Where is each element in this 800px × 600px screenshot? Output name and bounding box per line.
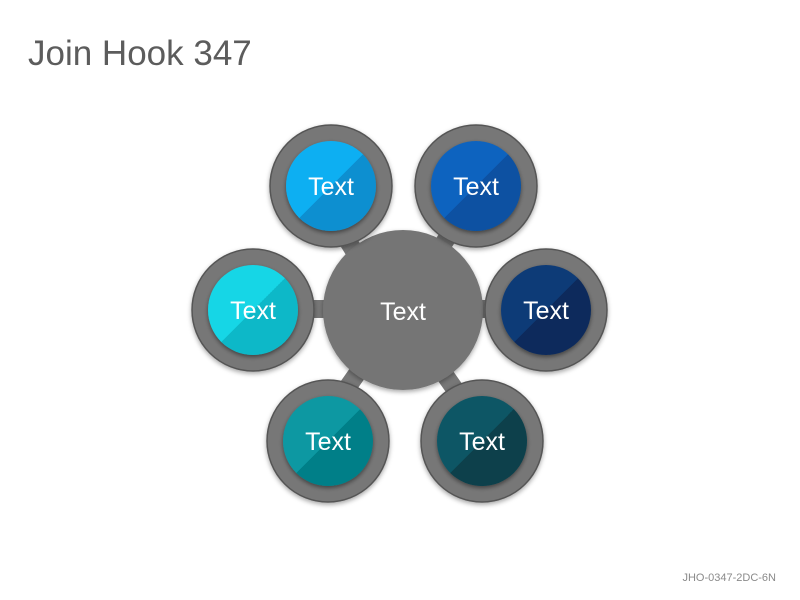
hub-node: Text <box>323 230 483 390</box>
node-1-label: Text <box>308 173 354 201</box>
node-3-label: Text <box>523 297 569 325</box>
hub-label: Text <box>380 298 426 326</box>
satellite-nodes: Text Text Text Text Text <box>191 124 608 503</box>
node-6: Text <box>191 248 315 372</box>
node-5-label: Text <box>305 428 351 456</box>
node-2: Text <box>414 124 538 248</box>
node-2-label: Text <box>453 173 499 201</box>
node-1-circle <box>286 141 376 231</box>
hub-circle <box>323 230 483 390</box>
node-1: Text <box>269 124 393 248</box>
node-6-label: Text <box>230 297 276 325</box>
node-3-circle <box>501 265 591 355</box>
node-4-circle <box>437 396 527 486</box>
node-3: Text <box>484 248 608 372</box>
node-5-circle <box>283 396 373 486</box>
node-4: Text <box>420 379 544 503</box>
page-title: Join Hook 347 <box>28 34 252 73</box>
node-2-circle <box>431 141 521 231</box>
node-5: Text <box>266 379 390 503</box>
node-4-label: Text <box>459 428 505 456</box>
node-6-circle <box>208 265 298 355</box>
footer-code: JHO-0347-2DC-6N <box>682 572 776 584</box>
